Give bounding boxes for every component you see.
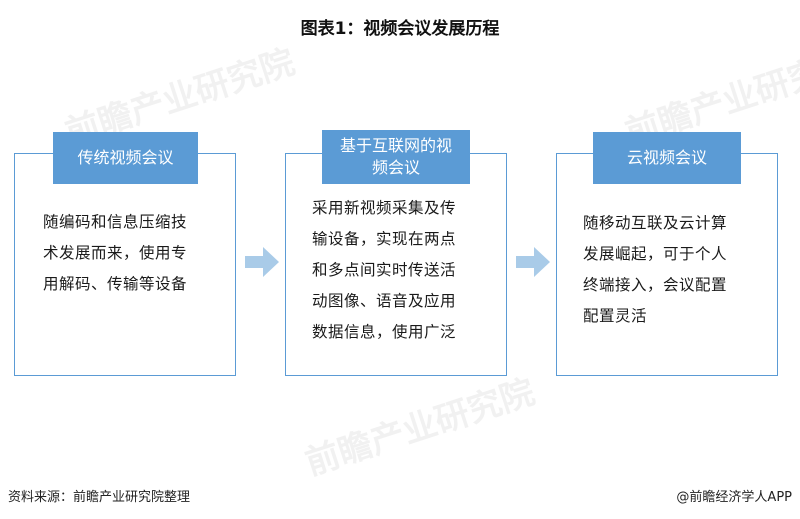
stage-body-cloud: 随移动互联及云计算 发展崛起，可于个人 终端接入，会议配置 配置灵活	[583, 208, 763, 332]
stage-body-line: 发展崛起，可于个人	[583, 245, 728, 263]
stage-body-line: 采用新视频采集及传	[312, 199, 457, 217]
stage-box-traditional	[14, 153, 236, 376]
stage-box-cloud	[556, 153, 778, 376]
watermark: 前瞻产业研究院	[300, 372, 540, 484]
stage-header-line: 传统视频会议	[77, 148, 174, 167]
stage-body-line: 随编码和信息压缩技	[43, 213, 188, 231]
stage-box-internet	[285, 153, 507, 376]
stage-header-internet: 基于互联网的视 频会议	[322, 130, 470, 184]
flow-arrow-icon	[516, 247, 550, 277]
stage-body-line: 随移动互联及云计算	[583, 214, 728, 232]
stage-body-line: 动图像、语音及应用	[312, 292, 457, 310]
stage-body-line: 配置灵活	[583, 307, 648, 325]
credit-note: @前瞻经济学人APP	[676, 490, 792, 505]
stage-header-line: 频会议	[371, 158, 420, 177]
source-note: 资料来源：前瞻产业研究院整理	[8, 490, 191, 505]
stage-body-line: 数据信息，使用广泛	[312, 323, 457, 341]
stage-body-line: 术发展而来，使用专	[43, 244, 188, 262]
stage-header-line: 基于互联网的视	[339, 136, 452, 155]
stage-body-traditional: 随编码和信息压缩技 术发展而来，使用专 用解码、传输等设备	[43, 207, 223, 300]
stage-header-line: 云视频会议	[626, 148, 707, 167]
stage-body-line: 和多点间实时传送活	[312, 261, 457, 279]
stage-body-internet: 采用新视频采集及传 输设备，实现在两点 和多点间实时传送活 动图像、语音及应用 …	[312, 193, 492, 348]
stage-header-traditional: 传统视频会议	[53, 132, 198, 184]
stage-body-line: 终端接入，会议配置	[583, 276, 728, 294]
stage-body-line: 输设备，实现在两点	[312, 230, 457, 248]
flow-arrow-icon	[245, 247, 279, 277]
stage-body-line: 用解码、传输等设备	[43, 275, 188, 293]
figure-title: 图表1：视频会议发展历程	[300, 19, 500, 39]
stage-header-cloud: 云视频会议	[593, 132, 741, 184]
